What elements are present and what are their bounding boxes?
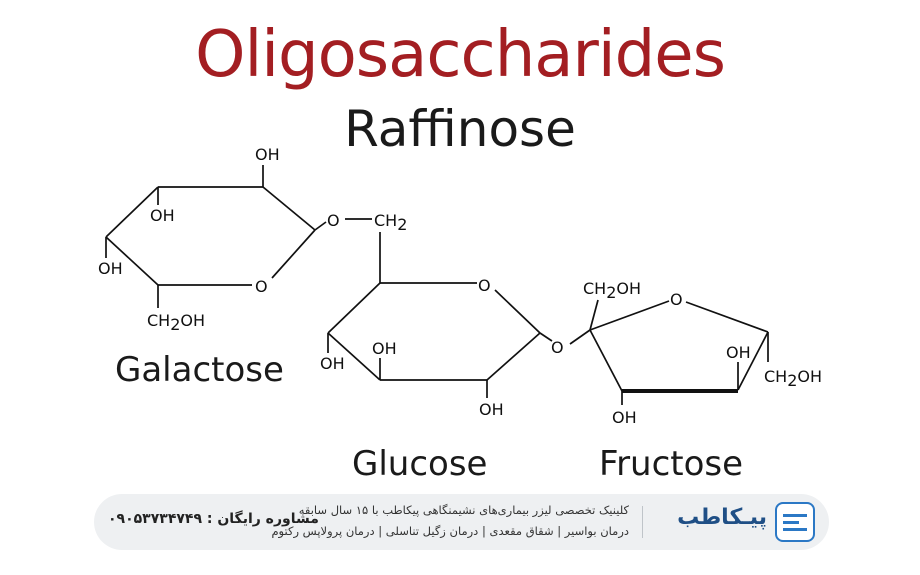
atom-oh: OH [612, 408, 637, 427]
atom-o: O [327, 211, 340, 230]
bond [494, 289, 541, 334]
atom-ch2oh: CH2OH [583, 279, 641, 302]
bond [327, 282, 381, 334]
atom-oh: OH [150, 206, 175, 225]
atom-oh: OH [726, 343, 751, 362]
bond [589, 300, 670, 331]
sub-title: Raffinose [344, 100, 576, 158]
atom-oh: OH [479, 400, 504, 419]
bond [589, 329, 623, 392]
atom-oh: OH [255, 145, 280, 164]
fructose-ring: CH2OH O OH OH CH2OH [583, 279, 822, 427]
bond [737, 331, 769, 391]
atom-oh: OH [320, 354, 345, 373]
atom-o: O [255, 277, 268, 296]
bond [569, 329, 591, 345]
glucose-label: Glucose [352, 444, 488, 484]
atom-ch2oh: CH2OH [147, 311, 205, 334]
atom-oh: OH [98, 259, 123, 278]
atom-ch2: CH2 [374, 211, 407, 234]
bond [262, 186, 316, 231]
atom-o: O [551, 338, 564, 357]
glucose-ring: O OH OH OH O [320, 232, 591, 419]
galactose-label: Galactose [115, 350, 284, 390]
bond [271, 229, 316, 279]
brand-logo-icon [775, 502, 815, 542]
brand-name: پیـکاطب [677, 505, 767, 530]
atom-oh: OH [372, 339, 397, 358]
bond [486, 332, 541, 381]
bond [105, 236, 159, 286]
bond [105, 186, 159, 238]
atom-o: O [670, 290, 683, 309]
fructose-label: Fructose [599, 444, 744, 484]
bond [539, 332, 553, 342]
clinic-description: کلینیک تخصصی لیزر بیماری‌های نشیمنگاهی پ… [298, 503, 629, 517]
atom-ch2oh: CH2OH [764, 367, 822, 390]
atom-o: O [478, 276, 491, 295]
services-list: درمان بواسیر | شقاق مقعدی | درمان زگیل ت… [271, 524, 629, 538]
bond [314, 221, 327, 231]
consultation-phone[interactable]: مشاوره رایگان : ۰۹۰۵۳۷۳۴۷۴۹ [108, 511, 319, 527]
footer-banner: پیـکاطب کلینیک تخصصی لیزر بیماری‌های نشی… [94, 494, 829, 550]
main-title: Oligosaccharides [195, 18, 726, 92]
bond [327, 332, 381, 381]
footer-divider [642, 506, 643, 538]
bond [589, 299, 599, 331]
galactose-ring: OH OH OH O O CH2 CH2OH [98, 145, 407, 334]
bond [685, 301, 769, 333]
